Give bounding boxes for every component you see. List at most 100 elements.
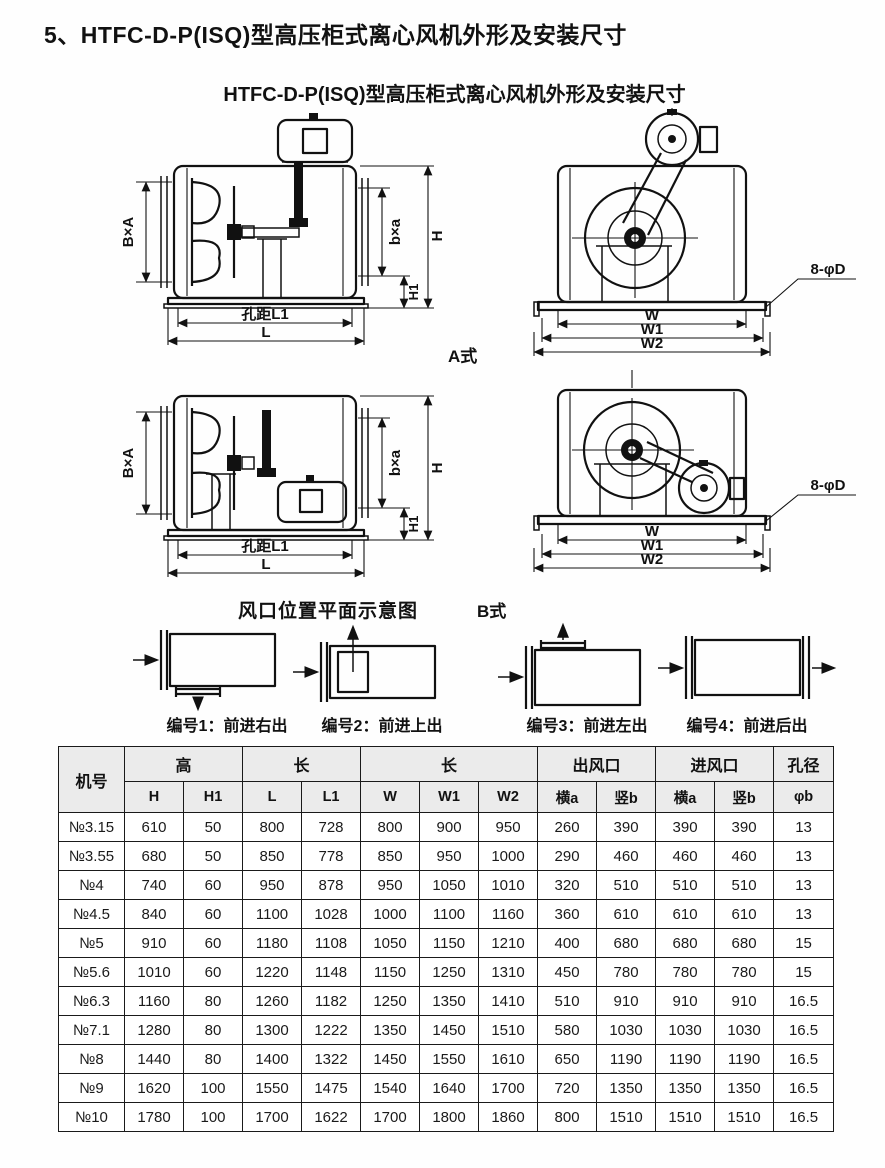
fan-box — [693, 638, 802, 697]
dimension-cell: 80 — [182, 1044, 244, 1074]
dimension-cell: 900 — [419, 812, 480, 842]
dim-label-bxa-outer: B×A — [120, 448, 137, 479]
dimension-cell: 510 — [537, 986, 598, 1016]
fan-wheel — [572, 182, 698, 298]
dimension-cell: 50 — [182, 812, 244, 842]
dimension-cell: 1100 — [419, 899, 480, 929]
dimension-cell: 16.5 — [773, 1044, 835, 1074]
machine-number-cell: №8 — [58, 1044, 125, 1074]
dimension-cell: 360 — [537, 899, 598, 929]
base-channel — [533, 514, 771, 531]
machine-number-cell: №4 — [58, 870, 125, 900]
vent-diagram-2 — [293, 624, 437, 702]
dimension-cell: 320 — [537, 870, 598, 900]
vent-caption-3: 编号3：前进左出 — [526, 718, 648, 735]
dimension-cell: 510 — [655, 870, 716, 900]
dimension-cell: 780 — [596, 957, 657, 987]
dimension-cell: 680 — [596, 928, 657, 958]
machine-number-cell: №3.55 — [58, 841, 125, 871]
machine-number-cell: №5 — [58, 928, 125, 958]
cabinet-outline — [556, 388, 748, 518]
dimension-cell: 1622 — [301, 1102, 362, 1132]
col-header-inlet-b: 竖b — [714, 781, 775, 813]
col-header-l: L — [242, 781, 303, 813]
dimension-cell: 1250 — [360, 986, 421, 1016]
dimension-cell: 1030 — [596, 1015, 657, 1045]
dimension-cell: 780 — [655, 957, 716, 987]
dimension-cell: 1510 — [596, 1102, 657, 1132]
col-header-w: W — [360, 781, 421, 813]
dimension-cell: 610 — [714, 899, 775, 929]
dimension-cell: 1222 — [301, 1015, 362, 1045]
dimension-cell: 1780 — [124, 1102, 184, 1132]
diagram-a-side-view: B×A b×a H1 H 孔距L1 L — [120, 113, 446, 346]
dimension-cell: 1350 — [655, 1073, 716, 1103]
dimension-cell: 1510 — [714, 1102, 775, 1132]
dimension-cell: 720 — [537, 1073, 598, 1103]
impeller-shaft — [227, 162, 308, 297]
dimension-cell: 460 — [655, 841, 716, 871]
dimension-cell: 60 — [182, 957, 244, 987]
dimension-cell: 1100 — [242, 899, 303, 929]
dimension-cell: 778 — [301, 841, 362, 871]
dimension-cell: 610 — [596, 899, 657, 929]
dimension-cell: 80 — [182, 986, 244, 1016]
vent-caption-1: 编号1：前进右出 — [166, 718, 288, 735]
dimension-cell: 15 — [773, 957, 835, 987]
vent-caption-4: 编号4：前进后出 — [686, 718, 808, 735]
col-header-w1: W1 — [419, 781, 480, 813]
dimension-cell: 1550 — [242, 1073, 303, 1103]
dimension-cell: 16.5 — [773, 1073, 835, 1103]
dim-label-w2: W2 — [641, 551, 664, 568]
dimension-cell: 100 — [182, 1102, 244, 1132]
dimension-cell: 610 — [655, 899, 716, 929]
dimension-cell: 1350 — [596, 1073, 657, 1103]
dimension-cell: 950 — [360, 870, 421, 900]
dimension-cell: 16.5 — [773, 986, 835, 1016]
vent-caption-2: 编号2：前进上出 — [321, 718, 443, 735]
dimension-cell: 1550 — [419, 1044, 480, 1074]
vent-diagram-1 — [133, 630, 277, 712]
dimension-cell: 950 — [242, 870, 303, 900]
fan-wheel — [572, 398, 694, 510]
base-channel — [163, 528, 369, 541]
dimension-cell: 1028 — [301, 899, 362, 929]
dimension-cell: 680 — [655, 928, 716, 958]
dimension-cell: 580 — [537, 1015, 598, 1045]
dimension-cell: 1322 — [301, 1044, 362, 1074]
dimension-cell: 15 — [773, 928, 835, 958]
dimension-cell: 1620 — [124, 1073, 184, 1103]
dimension-lines: B×A b×a H1 H 孔距L1 L — [120, 395, 446, 578]
dimension-cell: 1000 — [360, 899, 421, 929]
dimension-cell: 16.5 — [773, 1015, 835, 1045]
dimension-cell: 1860 — [478, 1102, 539, 1132]
impeller-shaft — [206, 410, 276, 529]
inlet-bellmouth — [190, 408, 221, 518]
type-a-label: A式 — [448, 347, 478, 366]
dimension-cell: 680 — [124, 841, 184, 871]
page-title: 5、HTFC-D-P(ISQ)型高压柜式离心风机外形及安装尺寸 — [44, 22, 627, 48]
machine-number-cell: №3.15 — [58, 812, 125, 842]
dimension-cell: 1108 — [301, 928, 362, 958]
dimension-cell: 1475 — [301, 1073, 362, 1103]
dimension-cell: 1640 — [419, 1073, 480, 1103]
col-header-phi-b: φb — [773, 781, 835, 813]
vent-diagram-4 — [658, 636, 837, 699]
dim-label-w2: W2 — [641, 335, 664, 352]
type-b-label: B式 — [477, 602, 507, 621]
base-channel — [163, 296, 369, 309]
dimension-cell: 1450 — [419, 1015, 480, 1045]
dimension-cell: 1030 — [655, 1015, 716, 1045]
machine-number-cell: №9 — [58, 1073, 125, 1103]
dimension-cell: 100 — [182, 1073, 244, 1103]
diagram-a-front-view: 8-φD W W1 W2 — [533, 108, 856, 357]
dimensions-table: 机号 高 长 长 出风口 进风口 孔径 H H1 L L1 W W1 W2 横a… — [58, 746, 835, 1132]
dimension-cell: 800 — [537, 1102, 598, 1132]
